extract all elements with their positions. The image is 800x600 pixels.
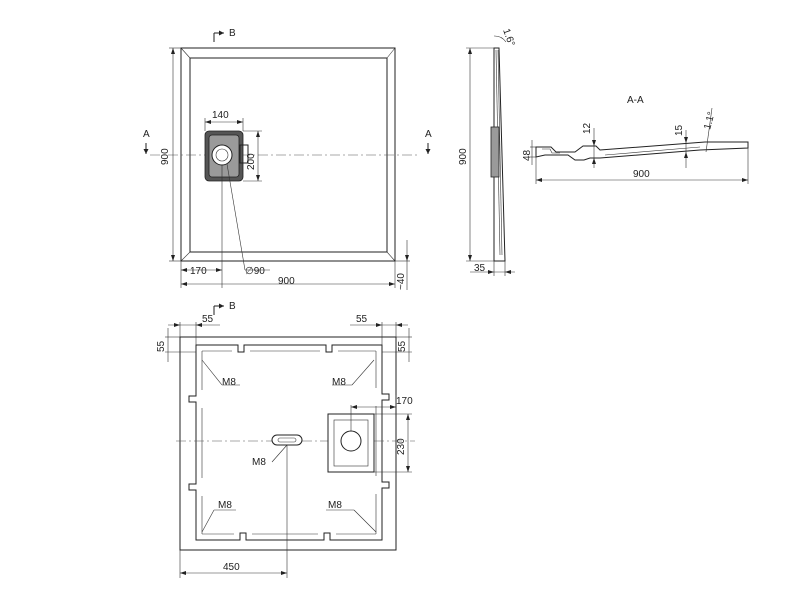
top-dim-drain-height: 200 xyxy=(246,153,257,170)
top-dim-height: 900 xyxy=(160,148,171,165)
top-view-drain xyxy=(204,130,249,182)
m8-label-bottom-right: M8 xyxy=(328,500,342,511)
section-view: A-A 48 12 15 1.1° 900 xyxy=(522,95,749,184)
bottom-dim-55-top-right: 55 xyxy=(356,314,368,325)
top-view: A A B 900 140 200 xyxy=(143,28,432,290)
section-dim-angle: 1.1° xyxy=(702,111,717,131)
side-dim-height: 900 xyxy=(458,148,469,165)
top-dim-drain-offset: 170 xyxy=(190,266,207,277)
section-dim-12: 12 xyxy=(582,122,593,134)
section-a-label-left: A xyxy=(143,129,150,140)
bottom-dim-450: 450 xyxy=(223,562,240,573)
bottom-dim-170: 170 xyxy=(396,396,413,407)
top-dim-drain-width: 140 xyxy=(212,110,229,121)
side-view: 900 35 1.6° xyxy=(458,27,517,276)
top-dim-drain-diameter: ∅90 xyxy=(245,266,265,277)
section-profile xyxy=(535,141,749,161)
section-a-label-right: A xyxy=(425,129,432,140)
bottom-view-outline xyxy=(179,336,397,551)
section-b-label-bottom: B xyxy=(229,301,236,312)
m8-label-center: M8 xyxy=(252,457,266,468)
bottom-dim-55-left: 55 xyxy=(156,340,167,352)
section-dim-width: 900 xyxy=(633,169,650,180)
section-dim-15: 15 xyxy=(674,124,685,136)
bottom-dim-230: 230 xyxy=(396,438,407,455)
bottom-view-center-slot xyxy=(271,434,303,446)
section-view-title: A-A xyxy=(627,95,644,106)
top-dim-total-width: 900 xyxy=(278,276,295,287)
side-dim-angle: 1.6° xyxy=(500,27,516,48)
bottom-dim-55-top-left: 55 xyxy=(202,314,214,325)
bottom-dim-55-right: 55 xyxy=(397,340,408,352)
m8-label-bottom-left: M8 xyxy=(218,500,232,511)
bottom-view: B M8 M8 M8 M8 M8 xyxy=(156,301,415,578)
m8-label-top-left: M8 xyxy=(222,377,236,388)
section-dim-48: 48 xyxy=(522,149,533,161)
top-dim-thickness: ~40 xyxy=(396,273,407,290)
top-view-outer-rim xyxy=(180,47,396,262)
section-b-label-top: B xyxy=(229,28,236,39)
side-dim-thickness: 35 xyxy=(474,263,486,274)
bottom-view-rib-frame xyxy=(188,344,390,541)
m8-label-top-right: M8 xyxy=(332,377,346,388)
